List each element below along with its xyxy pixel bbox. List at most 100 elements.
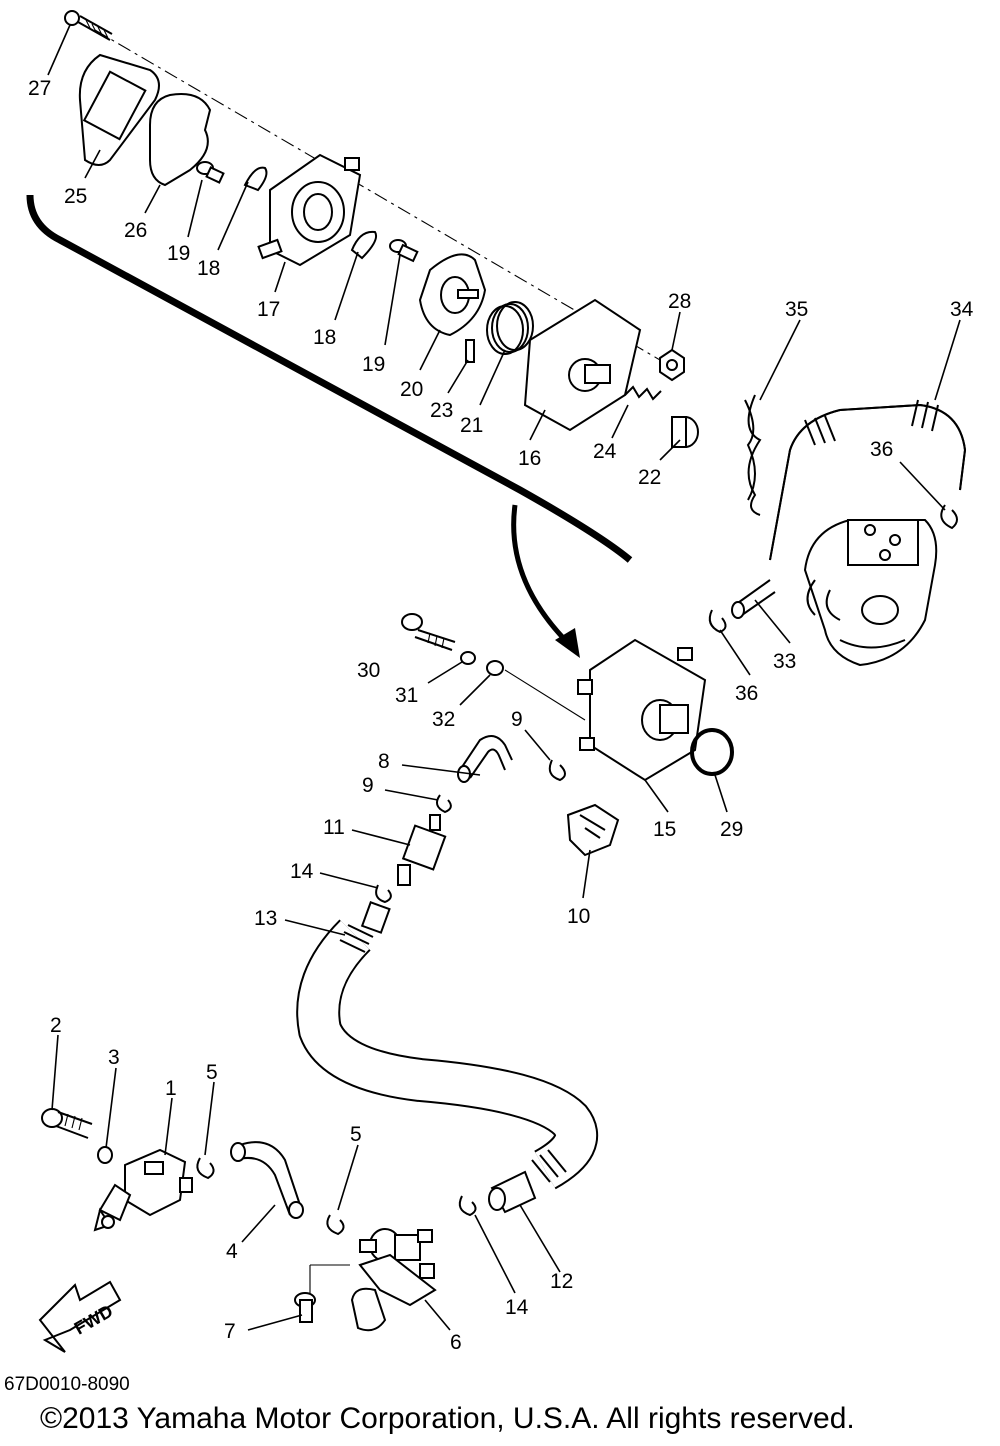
pin-23: [465, 339, 475, 363]
svg-text:12: 12: [550, 1270, 573, 1293]
svg-text:18: 18: [313, 326, 336, 349]
svg-text:25: 25: [64, 185, 87, 208]
clip-36-upper: [940, 504, 958, 530]
svg-text:35: 35: [785, 298, 808, 321]
svg-text:27: 27: [28, 77, 51, 100]
fuel-cock-6: [350, 1228, 437, 1332]
filter-11: [397, 814, 447, 886]
callout-7: 7: [224, 1314, 303, 1343]
callout-19b: 19: [362, 254, 401, 376]
nut-28: [659, 348, 685, 382]
callout-18a: 18: [197, 181, 249, 280]
callout-31: 31: [395, 661, 463, 707]
washer-31: [460, 651, 476, 665]
callout-26: 26: [124, 184, 161, 242]
svg-text:1: 1: [165, 1077, 177, 1100]
clip-36-lower: [708, 609, 727, 634]
callout-27: 27: [28, 24, 71, 100]
callout-18b: 18: [313, 251, 359, 349]
callout-20: 20: [400, 329, 441, 401]
callout-9a: 9: [511, 708, 551, 761]
callout-33: 33: [754, 599, 796, 673]
screw-27: [64, 10, 113, 41]
callout-16: 16: [518, 409, 546, 470]
clip-14-upper: [375, 884, 392, 904]
svg-text:17: 17: [257, 298, 280, 321]
svg-text:10: 10: [567, 905, 590, 928]
callout-25: 25: [64, 149, 101, 208]
spring-24: [624, 385, 662, 401]
clip-5-left: [196, 1157, 215, 1180]
hose-34-bands: [804, 399, 939, 446]
svg-text:30: 30: [357, 659, 380, 682]
callout-5a: 5: [204, 1061, 218, 1156]
callout-35: 35: [759, 298, 808, 401]
clip-9-upper: [548, 759, 566, 782]
clamp-10: [566, 803, 620, 857]
callout-1: 1: [164, 1077, 177, 1156]
callout-6: 6: [424, 1299, 462, 1354]
callout-4: 4: [226, 1204, 276, 1263]
hose-13-inner: [298, 920, 597, 1188]
callout-9b: 9: [362, 774, 439, 801]
callout-8: 8: [378, 750, 481, 776]
callout-3: 3: [105, 1046, 120, 1149]
svg-text:24: 24: [593, 440, 617, 463]
assembly-arrowhead: [555, 628, 580, 658]
carburetor: [803, 519, 938, 667]
svg-text:20: 20: [400, 378, 423, 401]
callout-5b: 5: [337, 1123, 362, 1211]
svg-text:2: 2: [50, 1014, 62, 1037]
callout-32: 32: [432, 674, 491, 731]
hose-8: [459, 735, 513, 779]
fuel-pump-15: [577, 638, 707, 782]
callout-28: 28: [668, 290, 691, 351]
hose-13-bands: [339, 901, 567, 1183]
clip-35: [744, 394, 762, 516]
svg-text:11: 11: [323, 816, 345, 839]
washer-32: [486, 660, 504, 676]
callout-2: 2: [50, 1014, 62, 1111]
callout-24: 24: [593, 404, 629, 463]
svg-text:8: 8: [378, 750, 390, 773]
callout-14b: 14: [474, 1214, 529, 1319]
callout-11: 11: [323, 816, 411, 846]
clip-5-right: [326, 1214, 345, 1236]
o-ring-29: [690, 728, 734, 776]
callout-23: 23: [430, 359, 469, 422]
svg-text:9: 9: [362, 774, 374, 797]
bolt-2: [41, 1108, 93, 1139]
spring-21: [486, 301, 534, 355]
svg-text:32: 32: [432, 708, 455, 731]
callout-36b: 36: [870, 438, 946, 511]
exploded-view-border: [26, 194, 633, 563]
bolt-30: [401, 613, 456, 651]
svg-text:5: 5: [206, 1061, 218, 1084]
bolt-19-lower: [389, 239, 419, 263]
callout-17: 17: [257, 261, 286, 321]
svg-text:33: 33: [773, 650, 796, 673]
svg-text:9: 9: [511, 708, 523, 731]
svg-text:21: 21: [460, 414, 483, 437]
svg-text:18: 18: [197, 257, 220, 280]
svg-text:7: 7: [224, 1320, 236, 1343]
svg-text:5: 5: [350, 1123, 362, 1146]
svg-text:4: 4: [226, 1240, 238, 1263]
callout-30: 30: [357, 659, 380, 682]
clip-9-lower: [435, 794, 452, 814]
svg-text:6: 6: [450, 1331, 462, 1354]
svg-text:36: 36: [870, 438, 893, 461]
pipe-12: [488, 1170, 537, 1214]
svg-text:28: 28: [668, 290, 691, 313]
callout-19a: 19: [167, 179, 203, 265]
copyright-notice: ©2013 Yamaha Motor Corporation, U.S.A. A…: [40, 1402, 855, 1435]
svg-text:26: 26: [124, 219, 147, 242]
callout-15: 15: [644, 779, 676, 841]
screw-7: [294, 1264, 350, 1323]
pump-cover-16: [523, 298, 642, 432]
svg-text:22: 22: [638, 466, 661, 489]
callout-22: 22: [638, 439, 681, 489]
svg-text:19: 19: [362, 353, 385, 376]
svg-text:29: 29: [720, 818, 743, 841]
svg-text:34: 34: [950, 298, 974, 321]
